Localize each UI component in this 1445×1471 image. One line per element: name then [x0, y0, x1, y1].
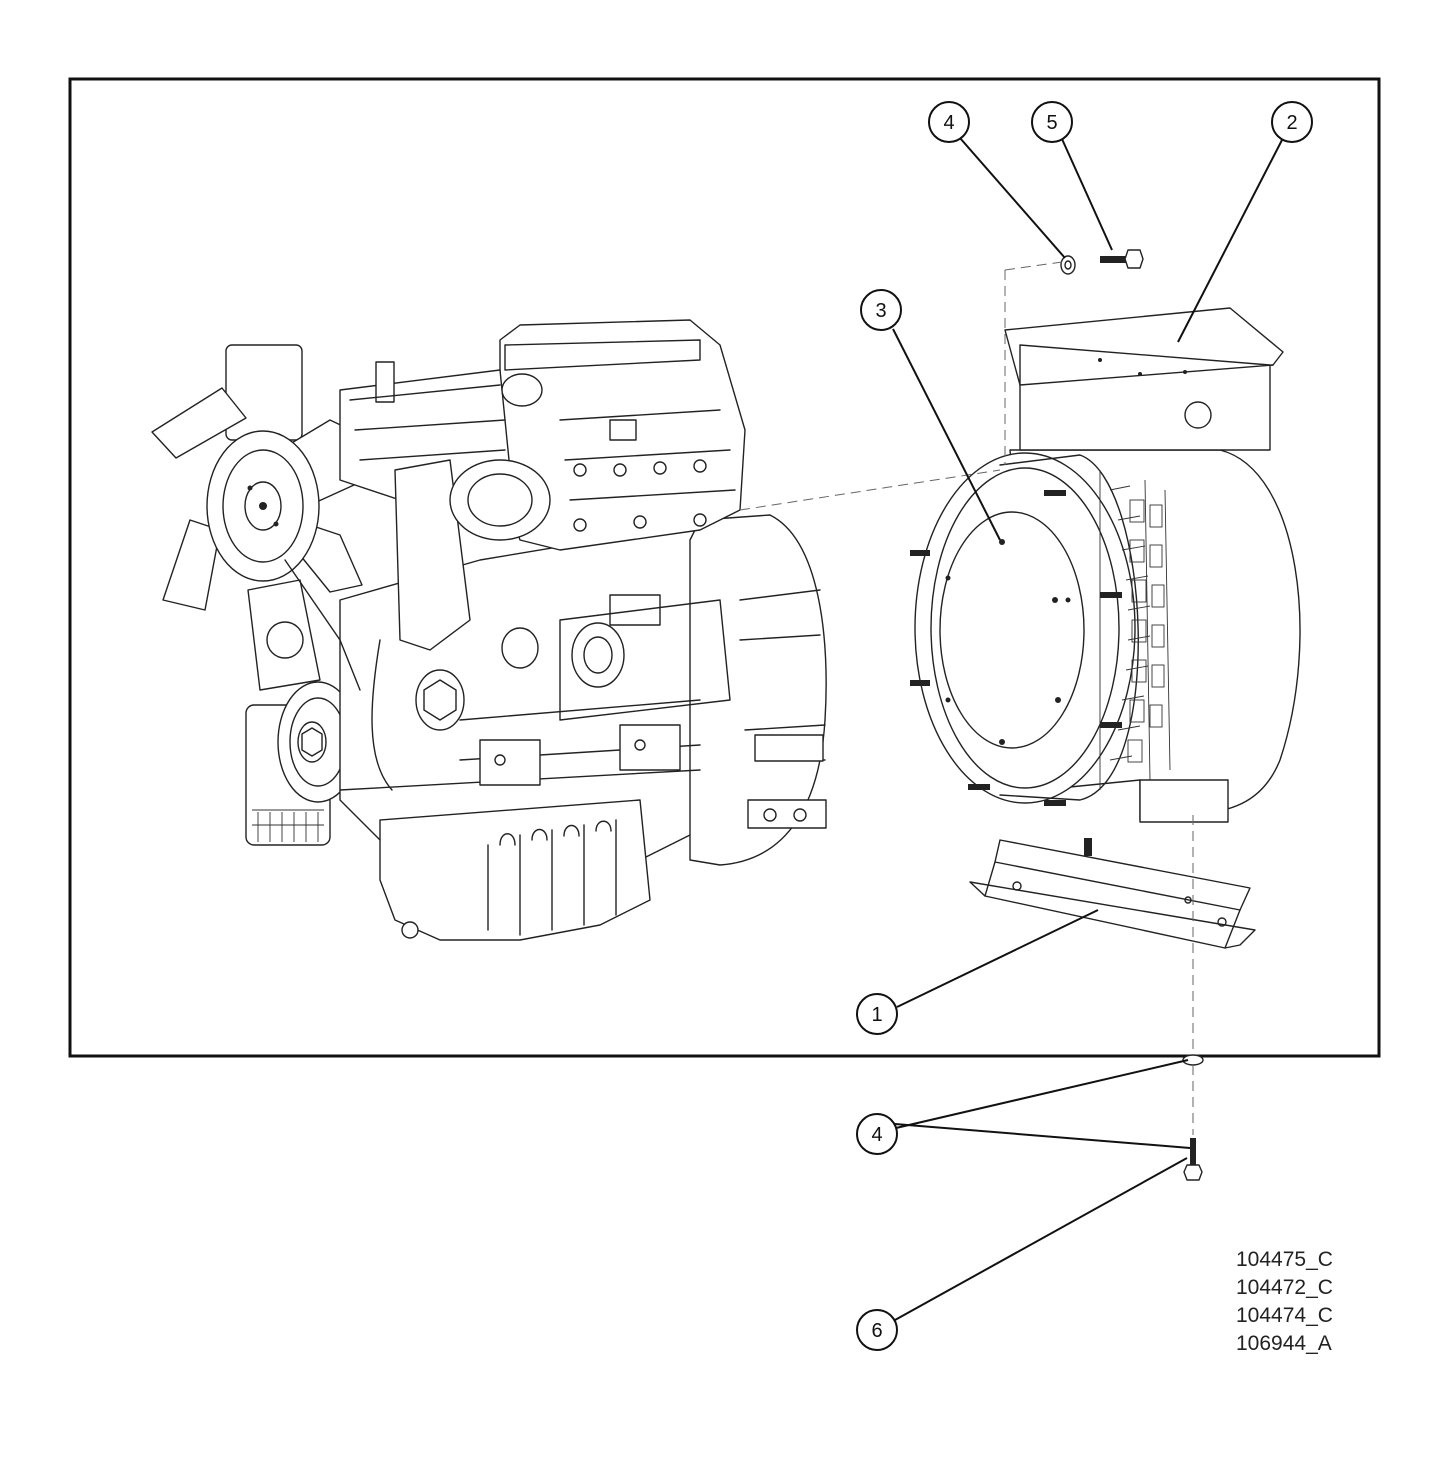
callout-3: 3 — [860, 289, 902, 331]
drawing-number: 104474_C — [1236, 1304, 1333, 1327]
bolt-bottom — [1183, 1138, 1203, 1181]
callout-label: 3 — [875, 300, 886, 322]
callout-4-bottom: 4 — [856, 1113, 898, 1155]
mounting-studs — [910, 490, 1122, 856]
control-box — [1004, 307, 1284, 451]
flex-plate-holes — [945, 539, 1071, 745]
drawing-number: 106944_A — [1236, 1332, 1332, 1355]
assembly-lines — [739, 261, 1194, 1135]
engine-illustration — [151, 319, 827, 941]
washer-top — [1060, 255, 1076, 275]
callout-label: 4 — [871, 1124, 882, 1146]
callout-label: 6 — [871, 1320, 882, 1342]
callout-6: 6 — [856, 1309, 898, 1351]
drawing-number: 104472_C — [1236, 1276, 1333, 1299]
callout-label: 2 — [1286, 112, 1297, 134]
callout-label: 1 — [871, 1004, 882, 1026]
generator-illustration — [910, 249, 1301, 1181]
drawing-number-list: 104475_C 104472_C 104474_C 106944_A — [1236, 1246, 1356, 1358]
oil-pan — [379, 799, 651, 941]
mounting-foot — [969, 839, 1256, 949]
callout-label: 4 — [943, 112, 954, 134]
bolt-top — [1100, 249, 1144, 269]
drawing-number: 104475_C — [1236, 1248, 1333, 1271]
callout-5: 5 — [1031, 101, 1073, 143]
flywheel-housing — [689, 514, 827, 866]
cooling-slots — [1099, 470, 1171, 790]
callout-4-top: 4 — [928, 101, 970, 143]
callout-label: 5 — [1046, 112, 1057, 134]
callout-2: 2 — [1271, 101, 1313, 143]
leader-lines — [892, 137, 1283, 1321]
cooling-fan — [151, 344, 373, 611]
drawing-border — [68, 77, 1381, 1058]
callout-1: 1 — [856, 993, 898, 1035]
